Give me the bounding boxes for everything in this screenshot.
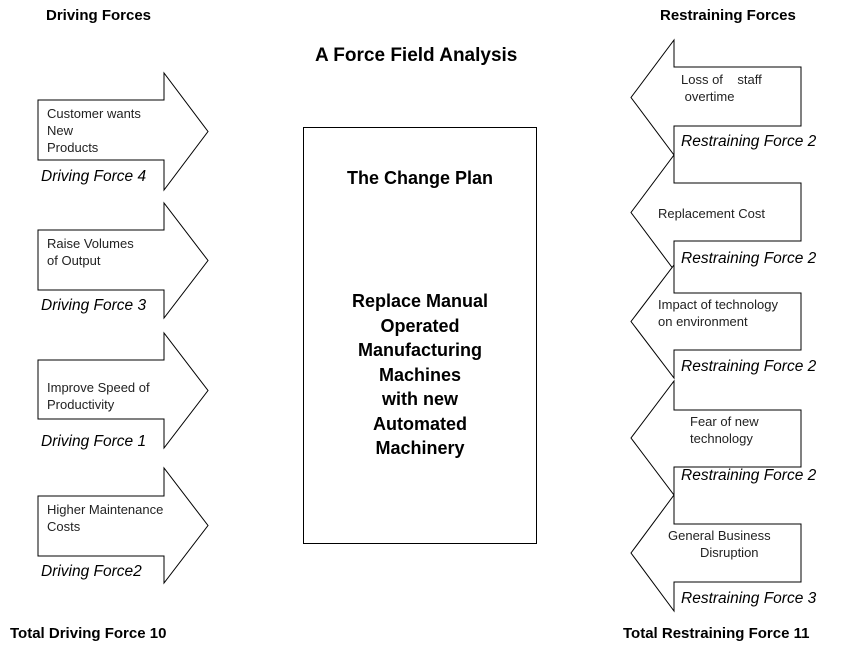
restraining-force-label: Restraining Force 2: [681, 467, 817, 484]
text-line: of Output: [47, 253, 101, 268]
change-plan-line: with new: [382, 389, 458, 409]
change-plan-box: The Change Plan Replace Manual Operated …: [303, 127, 537, 544]
text-line: Customer wants: [47, 106, 141, 121]
text-line: New: [47, 123, 74, 138]
text-line: overtime: [681, 89, 735, 104]
restraining-force-text: Loss of staff overtime: [681, 71, 762, 105]
text-line: on environment: [658, 314, 748, 329]
driving-arrow: [37, 201, 209, 320]
change-plan-line: Manufacturing: [358, 340, 482, 360]
restraining-arrow: [630, 379, 802, 497]
restraining-force-text: Impact of technology on environment: [658, 296, 778, 330]
text-line: technology: [690, 431, 753, 446]
change-plan-line: Automated: [373, 413, 467, 434]
text-line: Productivity: [47, 397, 115, 412]
driving-force-label: Driving Force 3: [41, 297, 147, 314]
restraining-force-label: Restraining Force 2: [681, 250, 817, 267]
text-line: Fear of new: [690, 414, 759, 429]
text-line: Higher Maintenance: [47, 502, 164, 517]
text-line: Raise Volumes: [47, 236, 134, 251]
text-line: General Business: [668, 528, 771, 543]
driving-arrow: [37, 71, 209, 192]
driving-arrow: [37, 466, 209, 585]
total-restraining-force: Total Restraining Force 11: [623, 625, 810, 642]
restraining-arrow: [630, 153, 802, 272]
driving-forces-header: Driving Forces: [46, 7, 152, 24]
text-line: Replacement Cost: [658, 206, 765, 221]
driving-force-text: Raise Volumes of Output: [47, 235, 134, 269]
restraining-force-text: Replacement Cost: [658, 205, 765, 222]
change-plan-title: The Change Plan: [346, 168, 494, 188]
total-driving-force: Total Driving Force 10: [10, 625, 167, 642]
change-plan-line: Machines: [378, 364, 462, 385]
restraining-force-text: Fear of new technology: [690, 413, 759, 447]
restraining-arrow: [630, 38, 802, 157]
driving-force-label: Driving Force 4: [41, 168, 147, 185]
change-plan-line: Operated: [380, 315, 460, 336]
restraining-arrow: [630, 493, 802, 613]
restraining-force-label: Restraining Force 2: [681, 358, 817, 375]
restraining-force-label: Restraining Force 2: [681, 133, 817, 150]
driving-force-text: Customer wants New Products: [47, 105, 141, 156]
driving-force-label: Driving Force2: [41, 563, 142, 580]
text-line: Costs: [47, 519, 81, 534]
text-line: Impact of technology: [658, 297, 778, 312]
restraining-force-label: Restraining Force 3: [681, 590, 817, 607]
change-plan-line: Machinery: [375, 438, 465, 458]
text-line: Disruption: [700, 545, 759, 560]
driving-force-label: Driving Force 1: [41, 433, 147, 450]
change-plan-body: Replace Manual Operated Manufacturing Ma…: [304, 289, 536, 461]
page-title: A Force Field Analysis: [315, 45, 518, 66]
driving-force-text: Improve Speed of Productivity: [47, 379, 150, 413]
driving-arrow: [37, 331, 209, 450]
text-line: Improve Speed of: [47, 380, 150, 395]
text-line: Loss of staff: [681, 72, 762, 87]
restraining-arrow: [630, 263, 802, 380]
restraining-force-text: General Business Disruption: [668, 527, 771, 561]
driving-force-text: Higher Maintenance Costs: [47, 501, 163, 535]
text-line: Products: [47, 140, 99, 155]
restraining-forces-header: Restraining Forces: [660, 7, 796, 24]
change-plan-line: Replace Manual: [351, 291, 489, 311]
